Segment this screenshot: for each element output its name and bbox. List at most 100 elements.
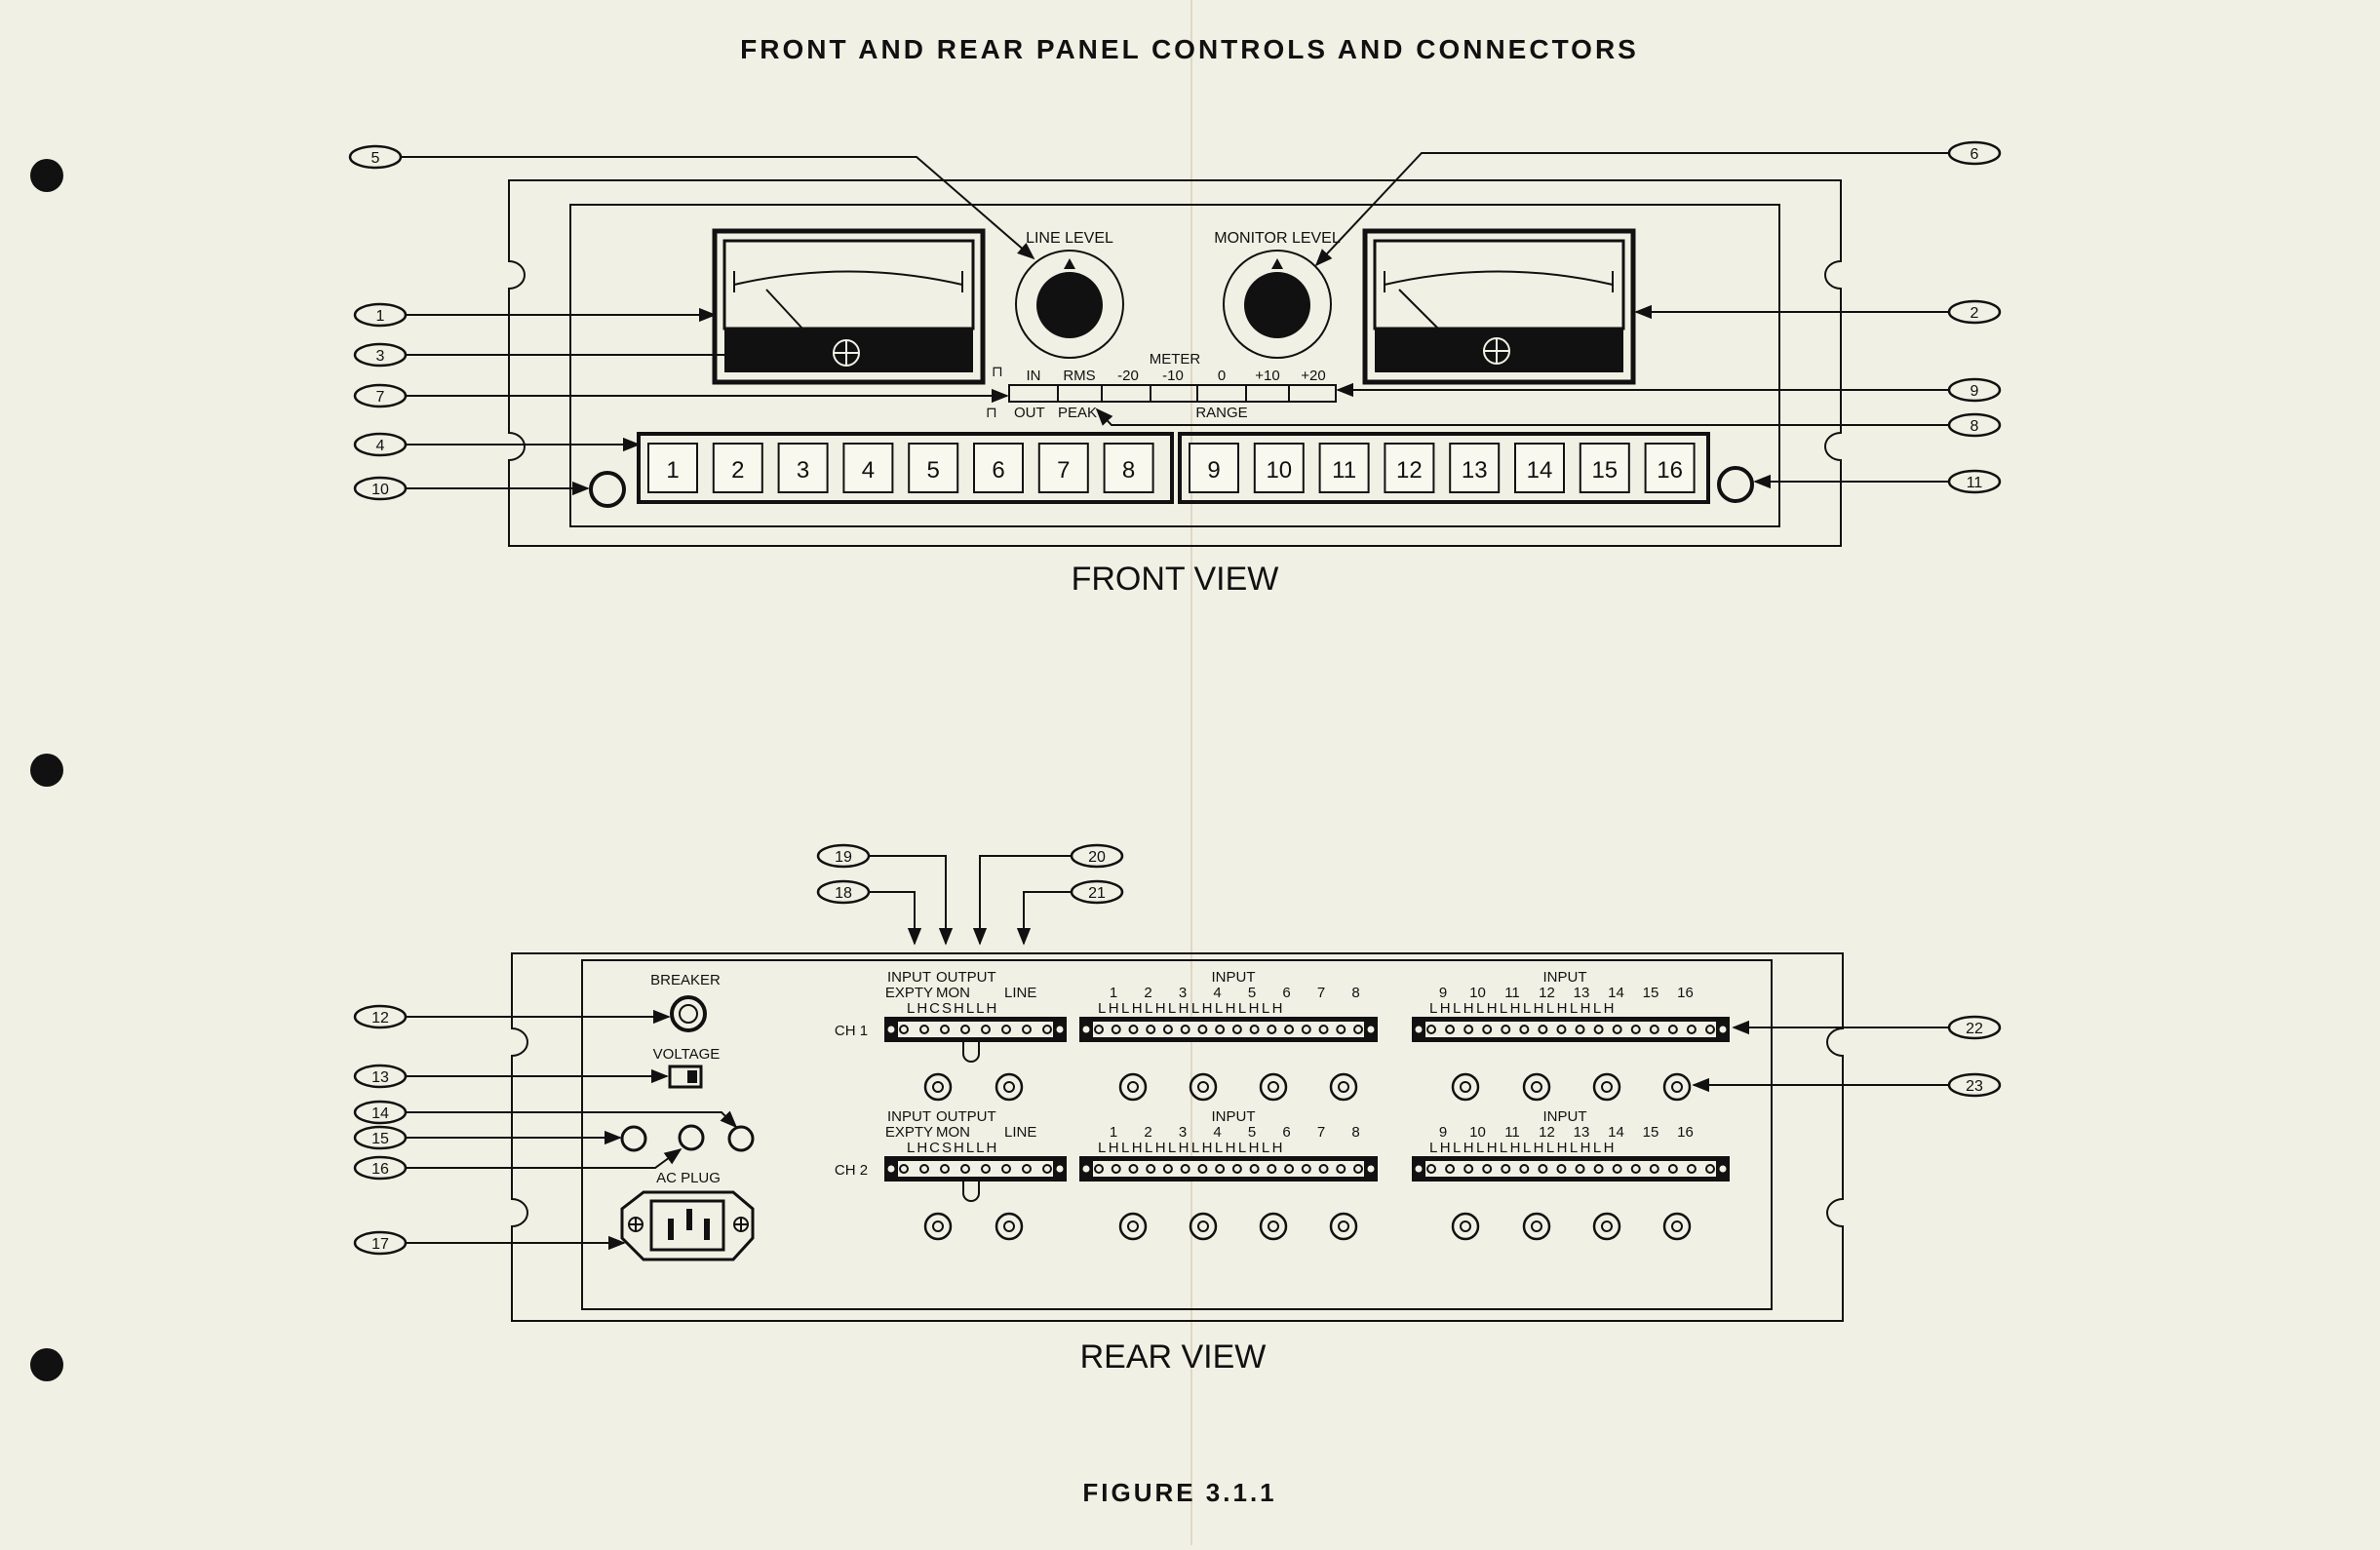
- screw-terminal[interactable]: [1249, 1025, 1260, 1034]
- screw-terminal[interactable]: [1649, 1164, 1659, 1174]
- monitor-level-knob[interactable]: [1223, 250, 1332, 359]
- channel-button-15[interactable]: 15: [1579, 443, 1630, 493]
- screw-terminal[interactable]: [1111, 1025, 1121, 1034]
- voltage-selector[interactable]: [668, 1065, 703, 1089]
- channel-button-6[interactable]: 6: [973, 443, 1024, 493]
- screw-terminal[interactable]: [1593, 1025, 1604, 1034]
- screw-terminal[interactable]: [1267, 1025, 1277, 1034]
- bnc-connector[interactable]: [1259, 1212, 1288, 1241]
- bnc-connector[interactable]: [1329, 1212, 1358, 1241]
- screw-terminal[interactable]: [1284, 1025, 1295, 1034]
- bnc-connector[interactable]: [1592, 1072, 1621, 1102]
- screw-terminal[interactable]: [1094, 1164, 1104, 1174]
- screw-terminal[interactable]: [1001, 1025, 1011, 1034]
- bnc-connector[interactable]: [1522, 1072, 1551, 1102]
- bnc-connector[interactable]: [1189, 1212, 1218, 1241]
- screw-terminal[interactable]: [1482, 1164, 1493, 1174]
- screw-terminal[interactable]: [1667, 1025, 1678, 1034]
- bnc-connector[interactable]: [1522, 1212, 1551, 1241]
- screw-terminal[interactable]: [1231, 1025, 1242, 1034]
- screw-terminal[interactable]: [1094, 1025, 1104, 1034]
- bnc-connector[interactable]: [1118, 1212, 1148, 1241]
- screw-terminal[interactable]: [1445, 1025, 1456, 1034]
- screw-terminal[interactable]: [1318, 1025, 1329, 1034]
- channel-button-7[interactable]: 7: [1037, 443, 1089, 493]
- screw-terminal[interactable]: [899, 1164, 909, 1174]
- channel-button-13[interactable]: 13: [1449, 443, 1501, 493]
- screw-terminal[interactable]: [1556, 1025, 1567, 1034]
- screw-terminal[interactable]: [981, 1164, 991, 1174]
- screw-terminal[interactable]: [1180, 1164, 1190, 1174]
- screw-terminal[interactable]: [1575, 1164, 1585, 1174]
- screw-terminal[interactable]: [1538, 1025, 1548, 1034]
- screw-terminal[interactable]: [1501, 1164, 1511, 1174]
- screw-terminal[interactable]: [1336, 1025, 1346, 1034]
- screw-terminal[interactable]: [899, 1025, 909, 1034]
- channel-button-1[interactable]: 1: [647, 443, 698, 493]
- screw-terminal[interactable]: [1215, 1164, 1226, 1174]
- screw-terminal[interactable]: [1445, 1164, 1456, 1174]
- screw-terminal[interactable]: [981, 1025, 991, 1034]
- screw-terminal[interactable]: [1146, 1164, 1156, 1174]
- screw-terminal[interactable]: [1267, 1164, 1277, 1174]
- screw-terminal[interactable]: [1705, 1025, 1715, 1034]
- screw-terminal[interactable]: [1022, 1164, 1032, 1174]
- rear-jack-14[interactable]: [620, 1125, 647, 1152]
- line-level-knob[interactable]: [1015, 250, 1124, 359]
- screw-terminal[interactable]: [1180, 1025, 1190, 1034]
- screw-terminal[interactable]: [1318, 1164, 1329, 1174]
- channel-button-3[interactable]: 3: [777, 443, 829, 493]
- screw-terminal[interactable]: [1575, 1025, 1585, 1034]
- screw-terminal[interactable]: [1215, 1025, 1226, 1034]
- bnc-connector[interactable]: [1329, 1072, 1358, 1102]
- bnc-connector[interactable]: [1662, 1212, 1692, 1241]
- screw-terminal[interactable]: [1249, 1164, 1260, 1174]
- screw-terminal[interactable]: [1612, 1164, 1622, 1174]
- screw-terminal[interactable]: [1128, 1025, 1139, 1034]
- screw-terminal[interactable]: [1649, 1025, 1659, 1034]
- bnc-connector[interactable]: [1451, 1212, 1480, 1241]
- bnc-connector[interactable]: [995, 1072, 1024, 1102]
- screw-terminal[interactable]: [1463, 1164, 1474, 1174]
- ac-plug-socket[interactable]: [620, 1190, 755, 1261]
- screw-terminal[interactable]: [1301, 1164, 1311, 1174]
- meter-zero-adjust-icon[interactable]: [1483, 337, 1510, 365]
- screw-terminal[interactable]: [1463, 1025, 1474, 1034]
- screw-terminal[interactable]: [1353, 1164, 1363, 1174]
- channel-button-8[interactable]: 8: [1103, 443, 1154, 493]
- channel-button-10[interactable]: 10: [1253, 443, 1305, 493]
- screw-terminal[interactable]: [1042, 1025, 1052, 1034]
- screw-terminal[interactable]: [1128, 1164, 1139, 1174]
- meter-zero-adjust-icon[interactable]: [833, 339, 860, 367]
- bnc-connector[interactable]: [995, 1212, 1024, 1241]
- screw-terminal[interactable]: [919, 1164, 929, 1174]
- channel-button-9[interactable]: 9: [1189, 443, 1239, 493]
- screw-terminal[interactable]: [1336, 1164, 1346, 1174]
- bnc-connector[interactable]: [1451, 1072, 1480, 1102]
- rear-jack-16[interactable]: [727, 1125, 755, 1152]
- screw-terminal[interactable]: [1612, 1025, 1622, 1034]
- screw-terminal[interactable]: [1519, 1164, 1530, 1174]
- meter-switch-row[interactable]: [1008, 384, 1337, 403]
- screw-terminal[interactable]: [1538, 1164, 1548, 1174]
- screw-terminal[interactable]: [1146, 1025, 1156, 1034]
- screw-terminal[interactable]: [1501, 1025, 1511, 1034]
- bnc-connector[interactable]: [1662, 1072, 1692, 1102]
- screw-terminal[interactable]: [1162, 1164, 1173, 1174]
- bnc-connector[interactable]: [1118, 1072, 1148, 1102]
- channel-button-4[interactable]: 4: [842, 443, 894, 493]
- channel-button-5[interactable]: 5: [908, 443, 959, 493]
- channel-button-11[interactable]: 11: [1318, 443, 1370, 493]
- screw-terminal[interactable]: [960, 1164, 970, 1174]
- screw-terminal[interactable]: [1022, 1025, 1032, 1034]
- rear-jack-15[interactable]: [678, 1124, 705, 1151]
- screw-terminal[interactable]: [1667, 1164, 1678, 1174]
- screw-terminal[interactable]: [1111, 1164, 1121, 1174]
- screw-terminal[interactable]: [1197, 1025, 1208, 1034]
- screw-terminal[interactable]: [1482, 1025, 1493, 1034]
- screw-terminal[interactable]: [1519, 1025, 1530, 1034]
- screw-terminal[interactable]: [1231, 1164, 1242, 1174]
- screw-terminal[interactable]: [940, 1025, 950, 1034]
- screw-terminal[interactable]: [1001, 1164, 1011, 1174]
- screw-terminal[interactable]: [1426, 1025, 1436, 1034]
